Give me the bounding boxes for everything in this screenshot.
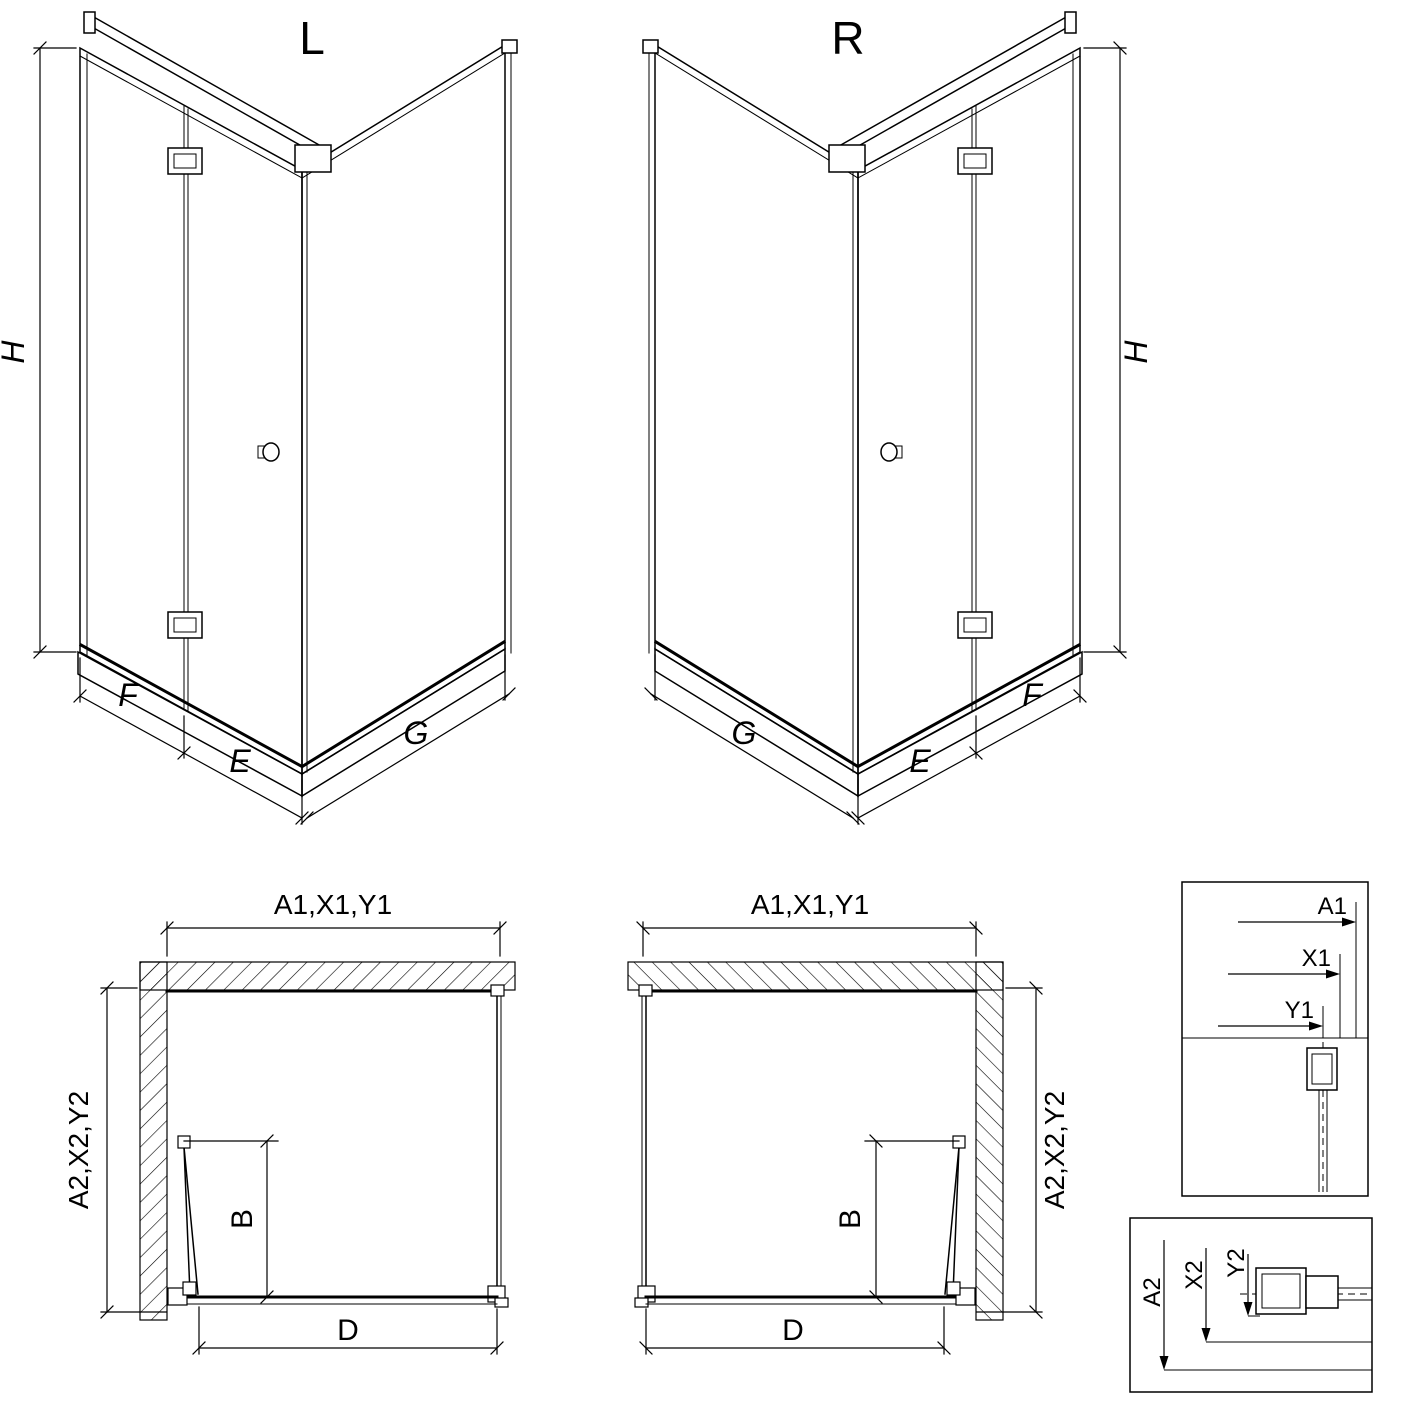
detail-label-y1: Y1 [1285, 997, 1314, 1024]
plan-view-right: A1,X1,Y1 A2,X2,Y2 B D [626, 889, 1070, 1356]
dim-label-e-left: E [229, 743, 251, 779]
dim-label-f-right: F [1022, 677, 1044, 713]
isometric-view-left: L H F E G [0, 10, 519, 826]
detail-label-x1: X1 [1302, 945, 1331, 972]
dim-label-a1x1y1-right: A1,X1,Y1 [751, 889, 869, 920]
dim-label-f-left: F [118, 677, 140, 713]
dim-label-g-right: G [732, 715, 757, 751]
dim-label-d-right: D [782, 1314, 804, 1347]
variant-label-left: L [299, 12, 325, 64]
detail-label-a2: A2 [1139, 1277, 1166, 1306]
isometric-view-right: R H G E F [641, 10, 1154, 826]
dim-label-height-left: H [0, 340, 31, 364]
detail-top-section: A1 X1 Y1 [1181, 881, 1369, 1197]
dim-label-a2x2y2-left: A2,X2,Y2 [63, 1091, 94, 1209]
plan-view-left: A1,X1,Y1 A2,X2,Y2 B D [63, 889, 517, 1356]
dim-label-a2x2y2-right: A2,X2,Y2 [1039, 1091, 1070, 1209]
detail-label-x2: X2 [1181, 1260, 1208, 1289]
dim-label-d-left: D [337, 1314, 359, 1347]
dim-label-height-right: H [1118, 340, 1154, 364]
dim-label-b-left: B [226, 1209, 259, 1229]
dim-label-g-left: G [404, 715, 429, 751]
dim-label-b-right: B [834, 1209, 867, 1229]
dim-label-a1x1y1-left: A1,X1,Y1 [274, 889, 392, 920]
detail-label-y2: Y2 [1223, 1248, 1250, 1277]
dim-label-e-right: E [909, 743, 931, 779]
variant-label-right: R [831, 12, 864, 64]
detail-label-a1: A1 [1318, 893, 1347, 920]
detail-bottom-section: A2 X2 Y2 [1129, 1217, 1373, 1393]
